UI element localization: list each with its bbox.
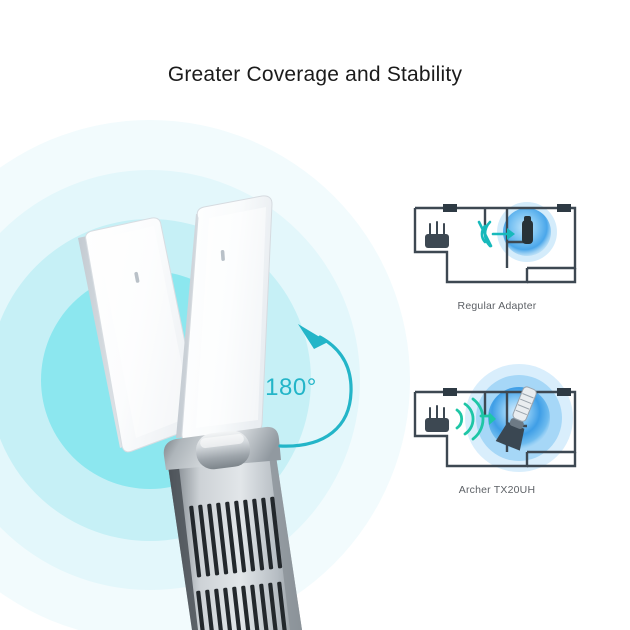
comparison-card-archer-tx20uh: Archer TX20UH xyxy=(392,364,602,496)
led-indicator-icon xyxy=(220,249,225,261)
wifi-router-icon xyxy=(425,221,449,248)
adapter-base xyxy=(165,427,302,630)
product-illustration xyxy=(78,195,302,630)
rotation-angle-label: 180° xyxy=(265,374,317,401)
strong-wifi-signal-icon xyxy=(455,397,491,441)
curved-rotation-arrow-icon xyxy=(278,324,353,448)
floorplan-wide-coverage-icon xyxy=(407,364,587,474)
floorplan-door-blocks xyxy=(443,388,571,396)
floorplan-weak-coverage-icon xyxy=(407,190,587,290)
rotation-indicator: 180° xyxy=(258,318,368,453)
archer-tx20uh-adapter-icon xyxy=(495,386,537,451)
antenna-hinge xyxy=(163,426,281,470)
signal-direction-arrow-icon xyxy=(489,412,496,425)
weak-wifi-signal-icon xyxy=(477,220,515,248)
vent-slots xyxy=(189,496,288,630)
signal-direction-arrow-icon xyxy=(491,228,515,240)
regular-usb-adapter-icon xyxy=(522,216,533,244)
led-indicator-icon xyxy=(134,271,140,283)
comparison-card-regular-adapter: Regular Adapter xyxy=(392,190,602,312)
comparison-section: Regular Adapter xyxy=(392,190,602,496)
wifi-router-icon xyxy=(425,405,449,432)
antenna-panel-left xyxy=(78,217,201,453)
page-title: Greater Coverage and Stability xyxy=(167,63,463,86)
comparison-caption-regular-adapter: Regular Adapter xyxy=(457,300,537,312)
floorplan-door-blocks xyxy=(443,204,571,212)
comparison-caption-archer-tx20uh: Archer TX20UH xyxy=(458,484,536,496)
antenna-panel-right xyxy=(176,195,273,442)
